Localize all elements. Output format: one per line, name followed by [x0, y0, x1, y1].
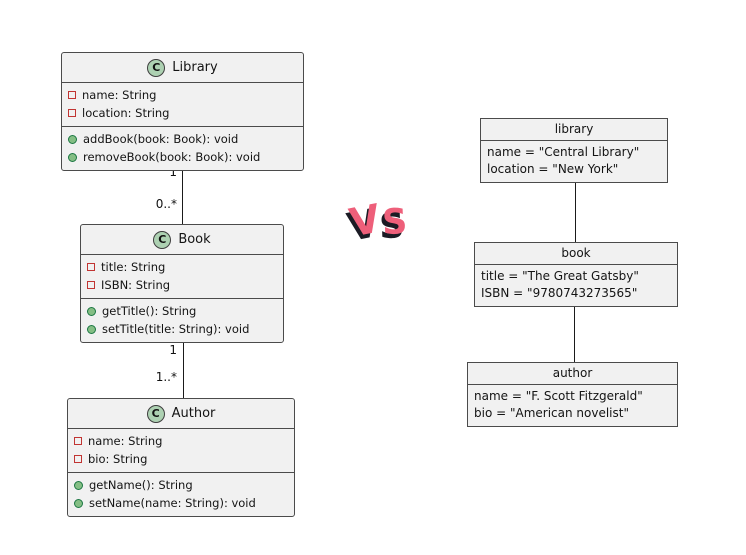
class-name: Book: [178, 232, 211, 247]
method-row: setTitle(title: String): void: [87, 320, 277, 338]
method-row: getName(): String: [74, 476, 288, 494]
attribute-text: name: String: [82, 88, 157, 102]
object-box-author: author name = "F. Scott Fitzgerald" bio …: [467, 362, 678, 427]
private-field-icon: [68, 91, 76, 99]
slots-compartment: title = "The Great Gatsby" ISBN = "97807…: [475, 265, 677, 306]
multiplicity-label: 0..*: [155, 197, 177, 211]
attribute-row: name: String: [68, 86, 297, 104]
slots-compartment: name = "F. Scott Fitzgerald" bio = "Amer…: [468, 385, 677, 426]
class-name: Library: [172, 60, 218, 75]
attribute-text: name: String: [88, 434, 163, 448]
private-field-icon: [87, 281, 95, 289]
private-field-icon: [68, 109, 76, 117]
method-row: addBook(book: Book): void: [68, 130, 297, 148]
link-line-book-author: [574, 292, 575, 370]
vs-label: V S: [346, 196, 407, 247]
slot-row: name = "Central Library": [487, 145, 640, 159]
public-method-icon: [74, 498, 83, 508]
slots-compartment: name = "Central Library" location = "New…: [481, 141, 667, 182]
public-method-icon: [87, 324, 96, 334]
method-row: setName(name: String): void: [74, 494, 288, 512]
attributes-compartment: title: String ISBN: String: [81, 255, 283, 299]
attribute-text: ISBN: String: [101, 278, 171, 292]
private-field-icon: [87, 263, 95, 271]
class-letter-icon: C: [153, 230, 172, 249]
method-text: getTitle(): String: [102, 304, 197, 318]
object-box-library: library name = "Central Library" locatio…: [480, 118, 668, 183]
class-header: C Author: [68, 399, 294, 429]
class-letter-icon: C: [147, 58, 166, 77]
attribute-row: title: String: [87, 258, 277, 276]
method-text: removeBook(book: Book): void: [83, 150, 261, 164]
multiplicity-label: 1: [169, 165, 177, 179]
method-row: getTitle(): String: [87, 302, 277, 320]
methods-compartment: getTitle(): String setTitle(title: Strin…: [81, 299, 283, 342]
class-box-book: C Book title: String ISBN: String getTit…: [80, 224, 284, 343]
attribute-row: bio: String: [74, 450, 288, 468]
association-line-book-author: [183, 328, 184, 406]
methods-compartment: addBook(book: Book): void removeBook(boo…: [62, 127, 303, 170]
slot-row: bio = "American novelist": [474, 406, 629, 420]
slot-row: name = "F. Scott Fitzgerald": [474, 389, 643, 403]
vs-letter-v: V: [346, 196, 383, 247]
association-line-library-book: [182, 156, 183, 232]
private-field-icon: [74, 437, 82, 445]
public-method-icon: [74, 480, 83, 490]
private-field-icon: [74, 455, 82, 463]
method-row: removeBook(book: Book): void: [68, 148, 297, 166]
attribute-text: title: String: [101, 260, 166, 274]
multiplicity-label: 1: [169, 343, 177, 357]
class-header: C Book: [81, 225, 283, 255]
slot-row: location = "New York": [487, 162, 619, 176]
object-name: author: [468, 363, 677, 385]
class-letter-icon: C: [146, 404, 165, 423]
public-method-icon: [68, 134, 77, 144]
class-box-library: C Library name: String location: String …: [61, 52, 304, 171]
attribute-row: name: String: [74, 432, 288, 450]
class-header: C Library: [62, 53, 303, 83]
attribute-text: location: String: [82, 106, 170, 120]
attributes-compartment: name: String bio: String: [68, 429, 294, 473]
object-name: book: [475, 243, 677, 265]
object-name: library: [481, 119, 667, 141]
slot-row: ISBN = "9780743273565": [481, 286, 638, 300]
methods-compartment: getName(): String setName(name: String):…: [68, 473, 294, 516]
multiplicity-label: 1..*: [155, 370, 177, 384]
link-line-library-book: [575, 170, 576, 250]
attribute-text: bio: String: [88, 452, 148, 466]
method-text: getName(): String: [89, 478, 193, 492]
method-text: setTitle(title: String): void: [102, 322, 250, 336]
class-name: Author: [171, 406, 216, 421]
public-method-icon: [87, 306, 96, 316]
attribute-row: location: String: [68, 104, 297, 122]
object-box-book: book title = "The Great Gatsby" ISBN = "…: [474, 242, 678, 307]
vs-letter-s: S: [381, 202, 406, 244]
public-method-icon: [68, 152, 77, 162]
method-text: addBook(book: Book): void: [83, 132, 239, 146]
class-box-author: C Author name: String bio: String getNam…: [67, 398, 295, 517]
attributes-compartment: name: String location: String: [62, 83, 303, 127]
attribute-row: ISBN: String: [87, 276, 277, 294]
slot-row: title = "The Great Gatsby": [481, 269, 639, 283]
method-text: setName(name: String): void: [89, 496, 256, 510]
